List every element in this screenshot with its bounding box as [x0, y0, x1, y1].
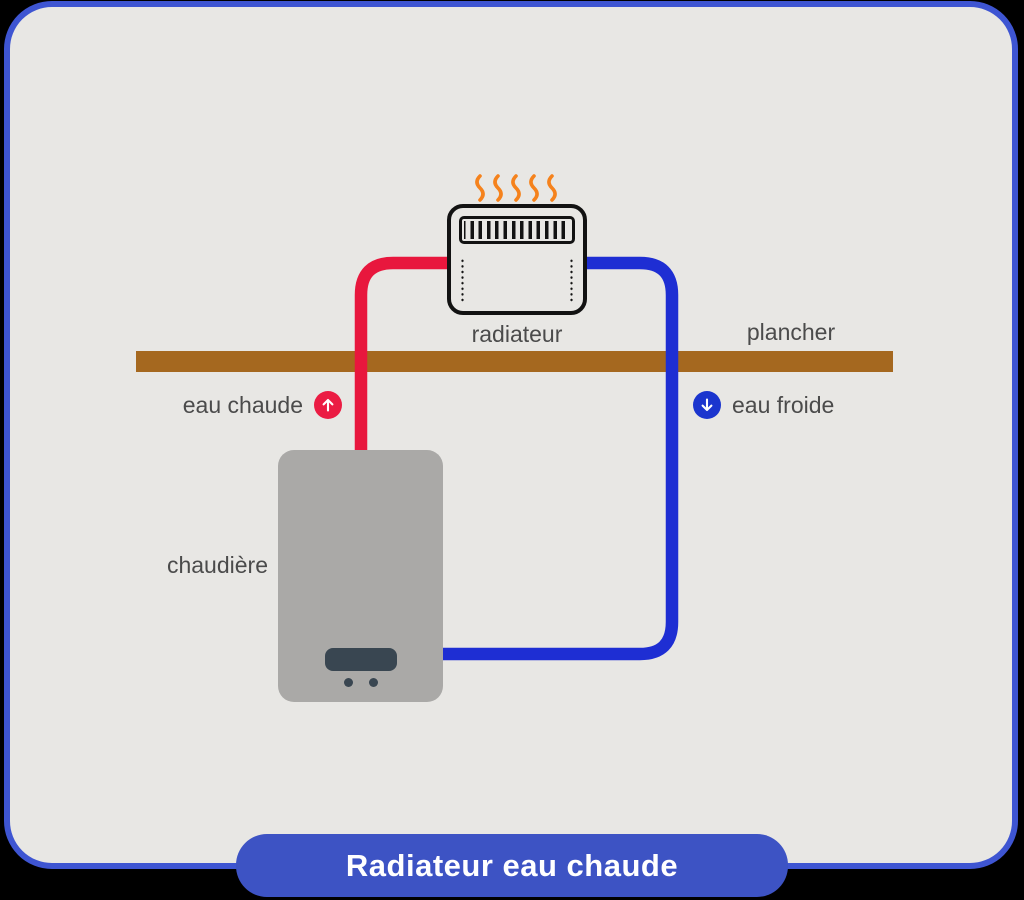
- boiler-label: chaudière: [166, 552, 268, 578]
- heat-wave-icon: [547, 174, 557, 202]
- hot-water-legend: eau chaude: [183, 391, 342, 419]
- title-bar-label: Radiateur eau chaude: [345, 847, 679, 883]
- floor-label: plancher: [746, 319, 836, 345]
- arrow-down-icon: [701, 398, 713, 412]
- floor-line: [136, 351, 893, 372]
- hot-water-badge: [314, 391, 342, 419]
- hot-water-label: eau chaude: [182, 392, 303, 418]
- boiler: [278, 450, 443, 702]
- heat-wave-icon: [529, 174, 539, 202]
- boiler-knob: [344, 678, 353, 687]
- radiator-dots-left: [461, 258, 464, 303]
- boiler-knob: [369, 678, 378, 687]
- radiator-dots-right: [570, 258, 573, 303]
- cold-water-badge: [693, 391, 721, 419]
- title-bar: Radiateur eau chaude: [236, 834, 788, 897]
- boiler-display: [325, 648, 397, 671]
- heat-waves: [475, 174, 557, 202]
- cold-water-legend: eau froide: [693, 391, 834, 419]
- radiator-label: radiateur: [471, 321, 563, 347]
- heat-wave-icon: [511, 174, 521, 202]
- arrow-up-icon: [322, 398, 334, 412]
- radiator: [447, 204, 587, 315]
- cold-water-label: eau froide: [732, 392, 835, 418]
- cold-water-pipe: [437, 256, 679, 661]
- radiator-grille: [459, 216, 575, 244]
- heat-wave-icon: [475, 174, 485, 202]
- panel: [4, 1, 1018, 869]
- heat-wave-icon: [493, 174, 503, 202]
- hot-water-pipe: [354, 256, 453, 458]
